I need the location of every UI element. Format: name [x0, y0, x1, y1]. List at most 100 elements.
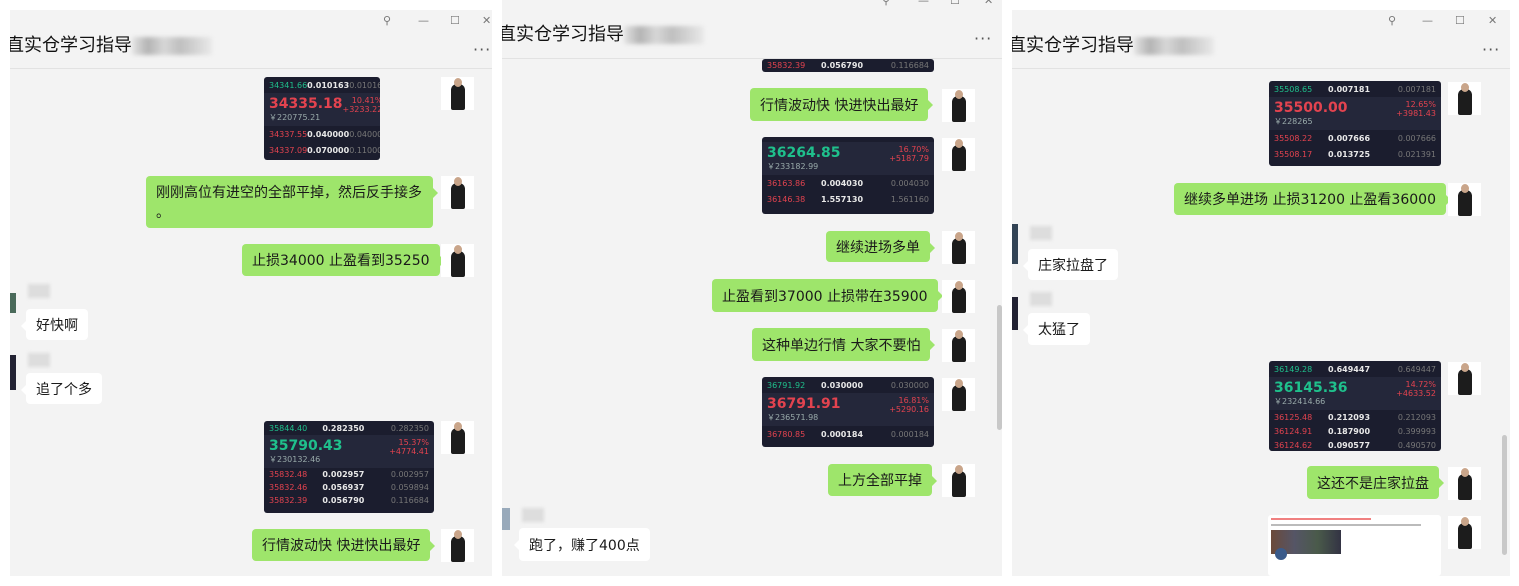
avatar[interactable]: [1448, 516, 1481, 549]
trade-value: 34335.18￥220775.21: [269, 96, 343, 123]
close-button[interactable]: ✕: [1488, 14, 1498, 27]
avatar[interactable]: [942, 138, 975, 171]
message-bubble[interactable]: 这还不是庄家拉盘: [1307, 466, 1444, 499]
avatar[interactable]: [10, 355, 16, 390]
message-bubble[interactable]: 继续进场多单: [826, 231, 935, 262]
message-bubble[interactable]: 庄家拉盘了: [1023, 249, 1118, 280]
avatar[interactable]: [1448, 82, 1481, 115]
avatar[interactable]: [441, 421, 474, 454]
header-divider: [502, 58, 1002, 59]
message-bubble[interactable]: 行情波动快 快进快出最好: [750, 88, 934, 121]
scrollbar[interactable]: [1502, 435, 1507, 555]
avatar[interactable]: [502, 508, 510, 530]
trade-value: ￥232414.66: [1274, 397, 1326, 406]
trade-value: 36145.36: [1274, 380, 1348, 396]
maximize-button[interactable]: ☐: [450, 14, 460, 27]
avatar[interactable]: [942, 378, 975, 411]
person-icon: [450, 177, 465, 209]
trade-value: 34335.18: [269, 96, 343, 112]
more-button[interactable]: ···: [1482, 40, 1501, 59]
trade-value: +5187.79: [889, 154, 929, 163]
message-bubble[interactable]: 追了个多: [21, 373, 102, 404]
person-icon: [450, 245, 465, 277]
trade-value: 35832.39: [269, 496, 308, 505]
blurred-sender-name: [522, 508, 544, 522]
pin-icon[interactable]: ⚲: [383, 14, 392, 27]
message-bubble[interactable]: 行情波动快 快进快出最好: [252, 529, 436, 561]
scrollbar[interactable]: [997, 305, 1002, 430]
trade-value: 10.41%+3233.22: [343, 96, 380, 123]
avatar[interactable]: [942, 231, 975, 264]
link-card[interactable]: [1268, 515, 1441, 576]
trade-value: 0.040000: [349, 129, 380, 139]
blurred-sender-name: [1030, 226, 1052, 240]
message-bubble[interactable]: 止盈看到37000 止损带在35900: [712, 279, 943, 312]
trade-value: 36124.91: [1274, 426, 1313, 436]
trade-value: 35844.40: [269, 423, 308, 433]
minimize-button[interactable]: —: [418, 14, 429, 27]
message-bubble[interactable]: 跑了，赚了400点: [514, 528, 650, 561]
close-button[interactable]: ✕: [482, 14, 492, 27]
pin-icon[interactable]: ⚲: [882, 0, 891, 7]
trade-value: 12.65%: [1405, 100, 1436, 109]
avatar[interactable]: [10, 293, 16, 313]
trade-value: 36145.36￥232414.66: [1274, 380, 1348, 407]
trade-value: 0.490570: [1397, 440, 1436, 450]
chat-title-text: 直实仓学习指导: [10, 35, 132, 56]
avatar[interactable]: [942, 464, 975, 497]
avatar[interactable]: [942, 89, 975, 122]
close-button[interactable]: ✕: [984, 0, 994, 7]
avatar[interactable]: [1448, 362, 1481, 395]
avatar[interactable]: [441, 176, 474, 209]
message-bubble[interactable]: 继续多单进场 止损31200 止盈看36000: [1174, 183, 1451, 215]
trade-value: 12.65%+3981.43: [1396, 100, 1436, 127]
trade-value: 36124.62: [1274, 440, 1313, 450]
avatar[interactable]: [1012, 224, 1018, 264]
trade-value: 0.007666: [1397, 133, 1436, 143]
trade-value: 10.41%: [351, 96, 380, 105]
pin-icon[interactable]: ⚲: [1388, 14, 1397, 27]
message-bubble[interactable]: 太猛了: [1023, 313, 1090, 345]
avatar[interactable]: [1012, 297, 1018, 330]
avatar[interactable]: [1448, 183, 1481, 216]
message-bubble[interactable]: 好快啊: [21, 309, 88, 340]
message-bubble[interactable]: 刚刚高位有进空的全部平掉，然后反手接多。: [146, 176, 438, 228]
person-icon: [450, 422, 465, 454]
minimize-button[interactable]: —: [918, 0, 929, 7]
trade-value: 0.021391: [1397, 149, 1436, 159]
header-divider: [1012, 68, 1510, 69]
maximize-button[interactable]: ☐: [950, 0, 960, 7]
avatar[interactable]: [441, 77, 474, 110]
more-button[interactable]: ···: [473, 40, 492, 59]
message-bubble[interactable]: 止损34000 止盈看到35250: [242, 244, 445, 276]
message-bubble[interactable]: 上方全部平掉: [828, 464, 937, 496]
blurred-name: [1134, 37, 1214, 55]
avatar[interactable]: [441, 244, 474, 277]
avatar[interactable]: [942, 280, 975, 313]
avatar[interactable]: [441, 529, 474, 562]
person-icon: [1457, 517, 1472, 549]
maximize-button[interactable]: ☐: [1455, 14, 1465, 27]
minimize-button[interactable]: —: [1422, 14, 1433, 27]
more-button[interactable]: ···: [974, 29, 993, 48]
avatar[interactable]: [942, 329, 975, 362]
message-bubble[interactable]: 这种单边行情 大家不要怕: [752, 328, 936, 361]
avatar[interactable]: [1448, 467, 1481, 500]
trade-value: 0.187900: [1328, 426, 1371, 436]
trade-value: 35832.39: [767, 61, 806, 70]
